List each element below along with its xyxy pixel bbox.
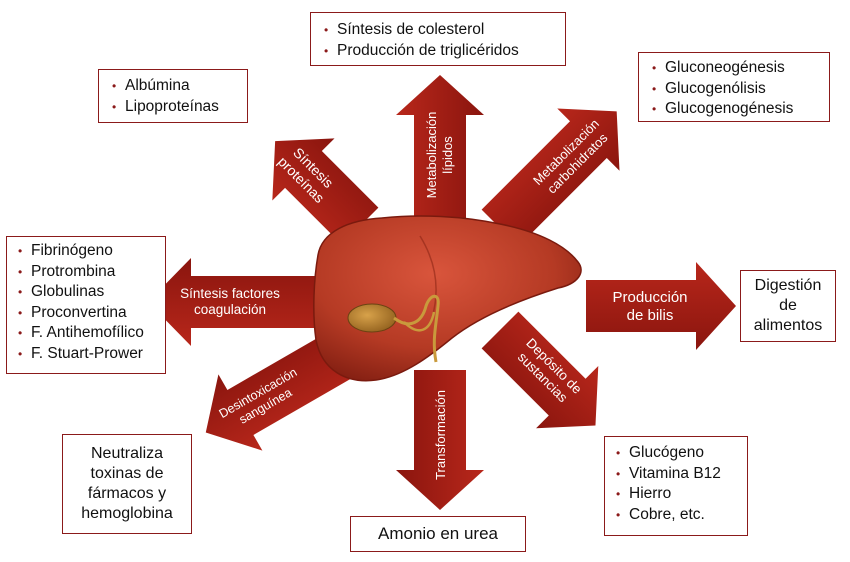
detox-line: fármacos y	[87, 485, 167, 502]
arrow-substance-deposit	[481, 311, 599, 429]
arrow-lipid-metabolism	[396, 75, 484, 225]
arrow-carbohydrate-metabolism	[481, 108, 620, 247]
carbs-item: Glucogenogénesis	[647, 99, 821, 120]
lipids-item: Síntesis de colesterol	[319, 20, 557, 41]
coagulation-item: Globulinas	[13, 282, 159, 303]
deposit-item: Vitamina B12	[611, 464, 741, 485]
coagulation-item: Protrombina	[13, 262, 159, 283]
deposit-box: Glucógeno Vitamina B12 Hierro Cobre, etc…	[604, 436, 748, 536]
arrow-label-coag: Síntesis factores coagulación	[180, 286, 280, 317]
digestion-line: alimentos	[753, 317, 823, 334]
proteins-item: Albúmina	[107, 76, 239, 97]
carbs-item: Gluconeogénesis	[647, 58, 821, 79]
liver-illustration	[313, 215, 582, 382]
coagulation-item: F. Stuart-Prower	[13, 344, 159, 365]
arrow-label-lipids-line2: lípidos	[440, 136, 455, 174]
coagulation-item: Fibrinógeno	[13, 241, 159, 262]
arrow-label-coag-line1: Síntesis factores	[180, 286, 280, 301]
arrow-label-bile: Producción de bilis	[612, 289, 687, 324]
coagulation-item: F. Antihemofílico	[13, 323, 159, 344]
deposit-item: Cobre, etc.	[611, 505, 741, 526]
detox-line: hemoglobina	[81, 505, 173, 522]
arrow-blood-detoxification	[205, 332, 353, 451]
arrow-coagulation-synthesis	[148, 258, 316, 346]
coagulation-item: Proconvertina	[13, 303, 159, 324]
arrow-label-bile-line2: de bilis	[627, 307, 674, 324]
arrow-label-lipids-line1: Metabolización	[424, 112, 439, 199]
proteins-box: Albúmina Lipoproteínas	[98, 69, 248, 123]
arrow-transformation	[396, 370, 484, 510]
carbs-box: Gluconeogénesis Glucogenólisis Glucogeno…	[638, 52, 830, 122]
deposit-item: Hierro	[611, 484, 741, 505]
lipids-item: Producción de triglicéridos	[319, 41, 557, 62]
detox-line: toxinas de	[90, 465, 164, 482]
digestion-box: Digestión de alimentos	[740, 270, 836, 342]
digestion-line: de	[779, 297, 797, 314]
arrow-label-coag-line2: coagulación	[194, 302, 266, 317]
urea-box: Amonio en urea	[350, 516, 526, 552]
detox-box: Neutraliza toxinas de fármacos y hemoglo…	[62, 434, 192, 534]
digestion-line: Digestión	[754, 277, 822, 294]
arrow-protein-synthesis	[272, 138, 379, 245]
coagulation-box: Fibrinógeno Protrombina Globulinas Proco…	[6, 236, 166, 374]
proteins-item: Lipoproteínas	[107, 97, 239, 118]
arrow-label-lipids: Metabolización lípidos	[424, 112, 455, 199]
arrow-label-bile-line1: Producción	[612, 289, 687, 306]
arrow-bile-production	[586, 262, 736, 350]
carbs-item: Glucogenólisis	[647, 79, 821, 100]
urea-text: Amonio en urea	[377, 524, 499, 543]
arrow-label-transform: Transformación	[433, 390, 448, 480]
deposit-item: Glucógeno	[611, 443, 741, 464]
arrow-label-transform-line1: Transformación	[433, 390, 448, 480]
detox-line: Neutraliza	[90, 445, 164, 462]
lipids-box: Síntesis de colesterol Producción de tri…	[310, 12, 566, 66]
